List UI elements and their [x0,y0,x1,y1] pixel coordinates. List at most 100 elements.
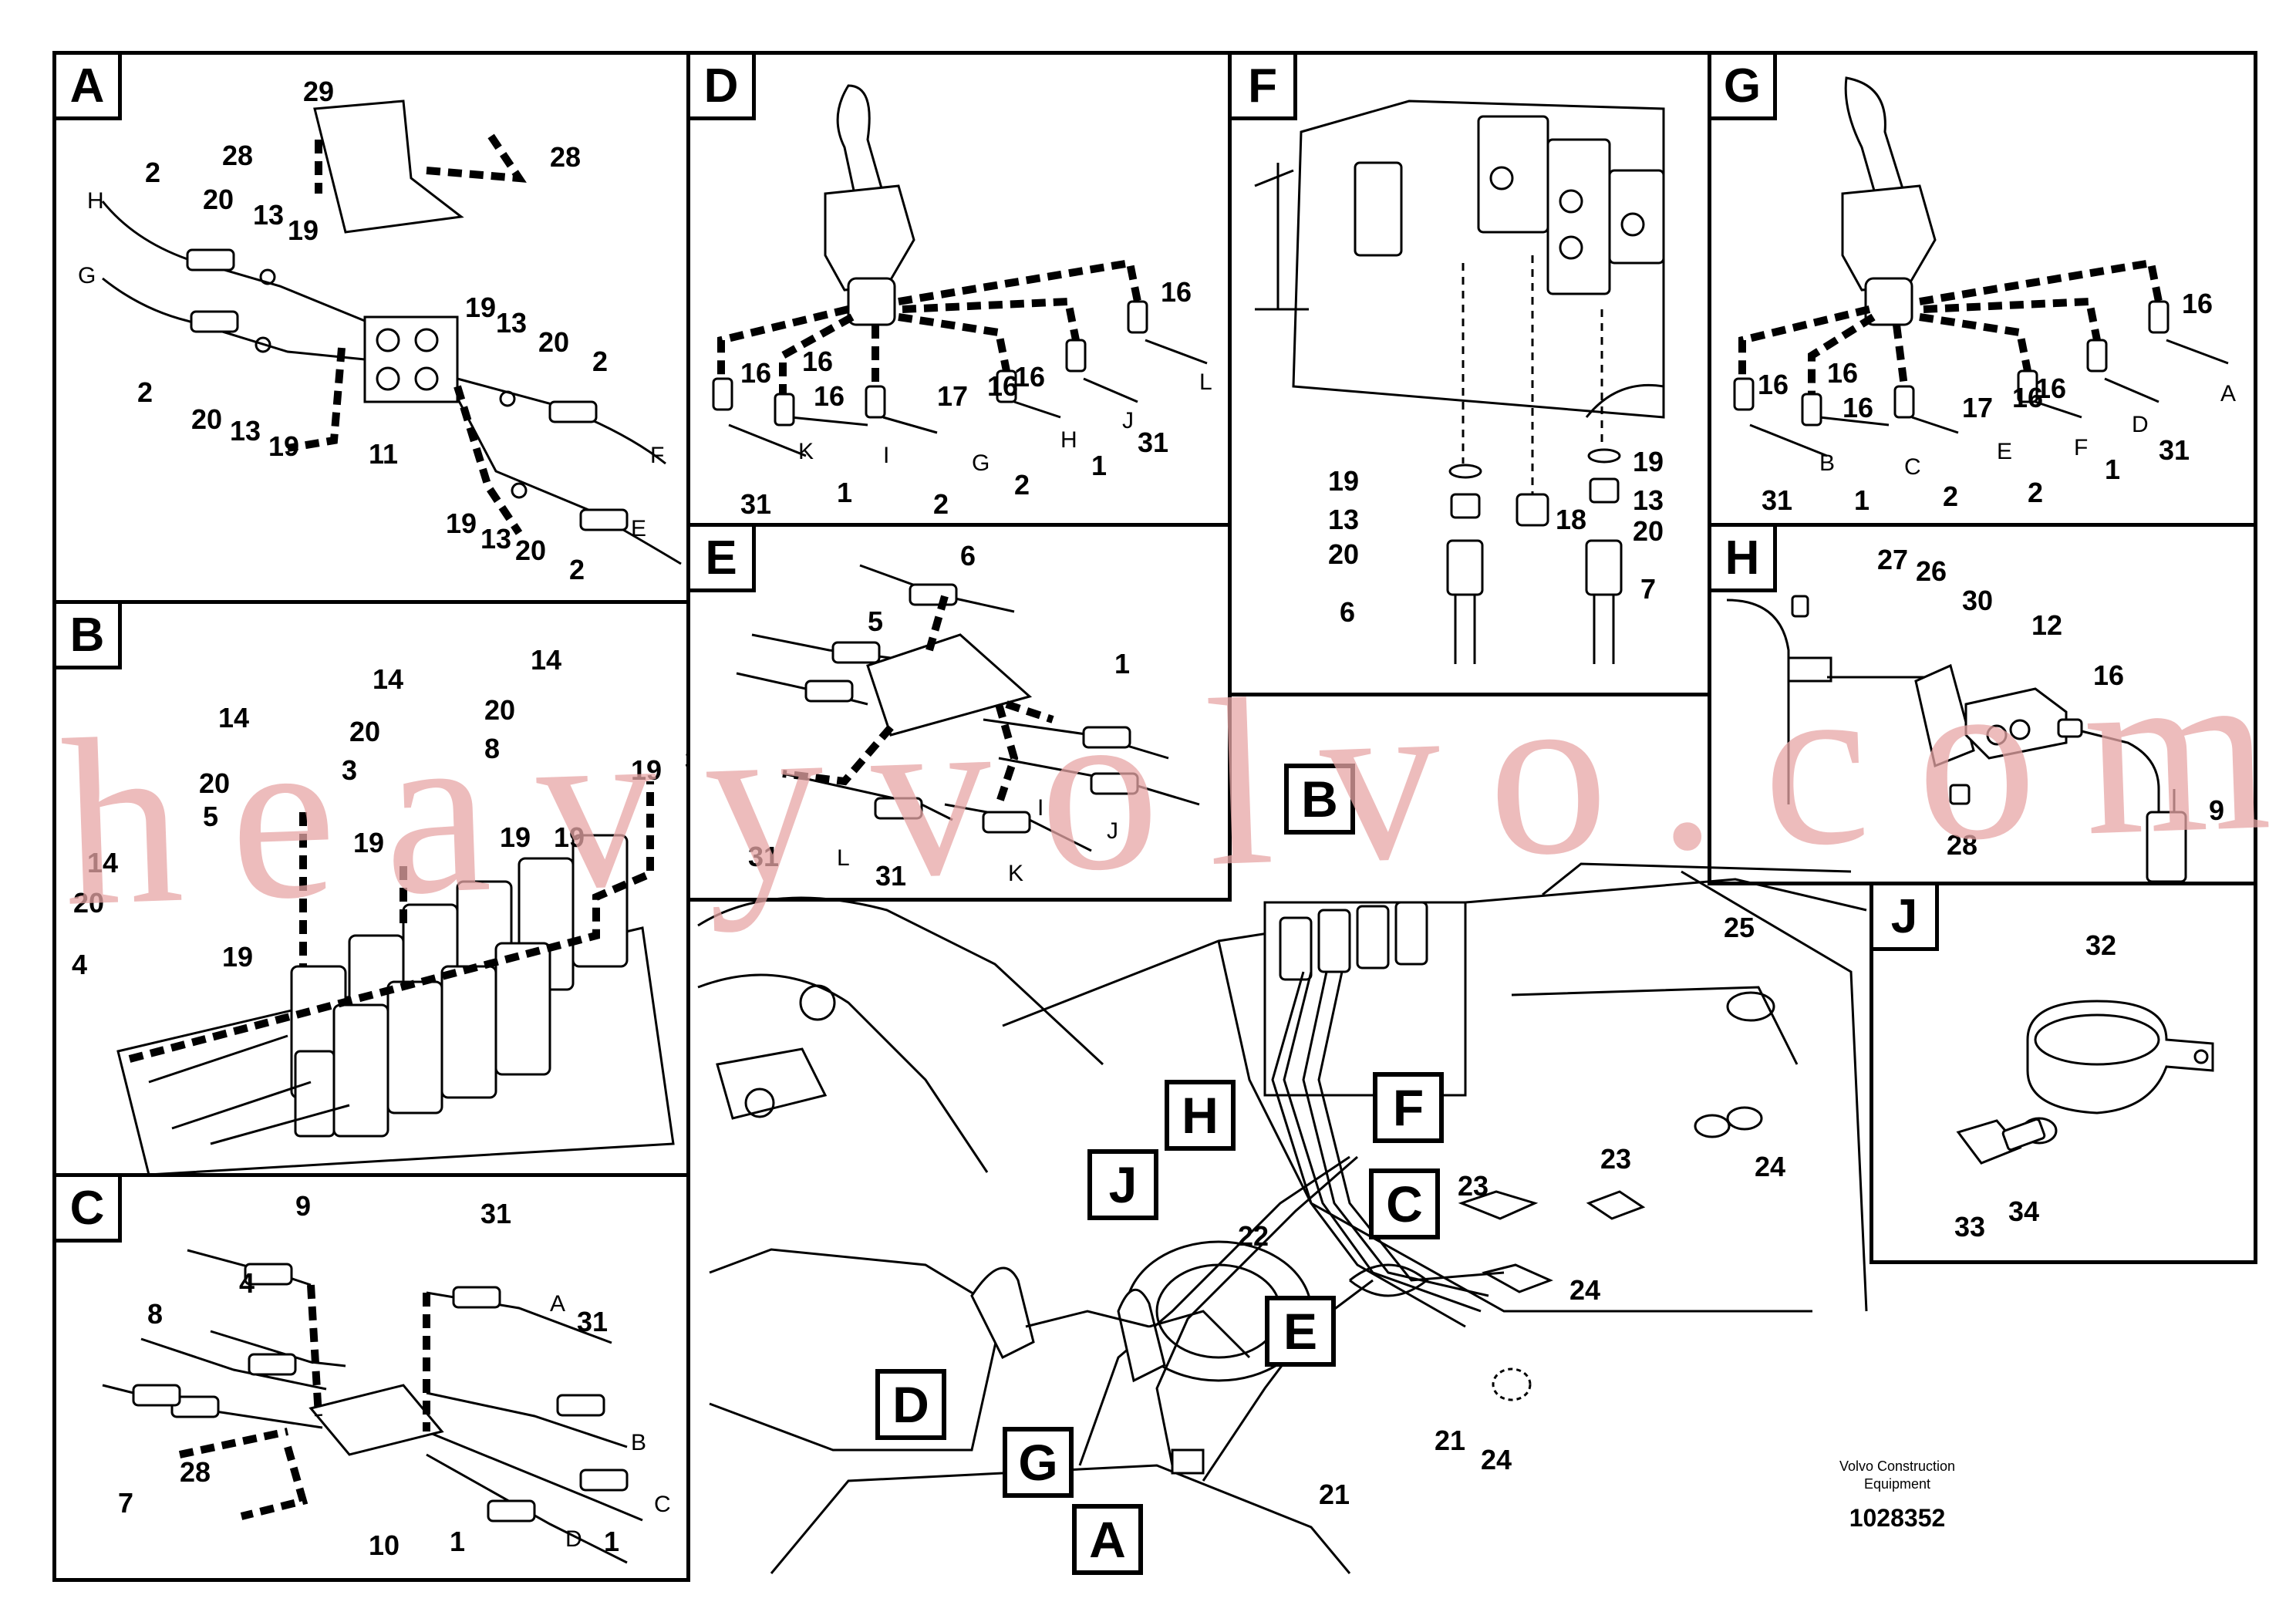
part-label: 16 [1161,276,1192,308]
part-label: 8 [484,733,501,764]
part-label: 16 [2093,659,2125,691]
part-label: E [1997,439,2013,464]
part-label: 9 [2209,794,2225,826]
callout-b: B [1284,764,1355,835]
part-label: 28 [550,141,582,173]
callout-j: J [1087,1149,1158,1220]
callout-a: A [1072,1504,1143,1575]
panel-h-drawing [1726,595,2187,882]
part-label: 19 [500,821,531,853]
drawing-number: 1028352 [1849,1504,1946,1532]
part-label: 23 [1600,1143,1632,1175]
part-label: 27 [1877,544,1909,575]
part-label: K [1008,861,1024,886]
callout-e: E [1265,1296,1336,1367]
panel-g-drawing [1733,76,2229,457]
panel-b-tag: B [56,604,122,669]
callout-f: F [1373,1072,1444,1143]
part-label: 14 [373,663,404,695]
part-label: E [631,516,647,541]
part-label: 1 [1091,450,1108,481]
panel-a-drawing [101,99,682,565]
part-label: 28 [180,1456,211,1488]
part-label: 34 [2008,1195,2040,1227]
part-label: 16 [1758,369,1789,400]
part-label: 31 [1138,427,1169,458]
part-label: 16 [2012,382,2044,413]
part-label: 3 [342,754,358,786]
part-label: 16 [1827,357,1859,389]
panel-e: E 6 5 1 I J 31 L 31 K [686,523,1232,902]
part-label: 7 [118,1487,134,1519]
part-label: K [798,439,814,464]
part-label: 13 [253,199,285,231]
part-label: 5 [868,605,884,637]
part-label: 16 [987,370,1019,402]
panel-d-tag: D [690,55,756,120]
part-label: J [1107,818,1118,844]
part-label: 2 [569,554,585,585]
part-label: 16 [1843,392,1874,423]
part-label: L [837,845,850,871]
part-label: 20 [538,326,570,358]
part-label: 20 [203,184,234,215]
part-label: F [650,443,665,468]
part-label: 30 [1962,585,1994,616]
part-label: 2 [592,346,609,377]
part-label: 17 [1962,392,1994,423]
part-label: 33 [1954,1211,1986,1243]
part-label: 13 [480,523,512,555]
panel-h-tag: H [1711,527,1777,592]
part-label: 1 [1854,484,1870,516]
panel-b: B 14 14 14 20 20 20 3 8 19 5 19 19 14 20… [52,600,690,1177]
part-label: 19 [1328,465,1360,497]
callout-c: C [1369,1168,1440,1239]
part-label: 2 [1014,469,1030,501]
part-label: 19 [288,214,319,246]
part-label: H [87,188,104,214]
part-label: 14 [531,644,562,676]
part-label: B [631,1430,647,1455]
callout-g: G [1003,1427,1074,1498]
part-label: 2 [145,157,161,188]
part-label: D [2132,412,2149,437]
part-label: 25 [1724,912,1755,943]
part-label: 16 [814,380,845,412]
part-label: 19 [465,292,497,323]
part-label: 4 [239,1267,255,1299]
part-label: 2 [933,488,949,520]
part-label: 19 [631,754,663,786]
part-label: 5 [203,801,219,832]
part-label: I [883,443,890,468]
part-label: 31 [748,841,780,872]
panel-a: A 29 28 28 2 20 13 19 H G 2 20 13 19 11 … [52,51,690,604]
part-label: 14 [87,847,119,878]
part-label: 24 [1481,1444,1512,1475]
part-label: 24 [1755,1151,1786,1182]
part-label: B [1819,450,1836,476]
part-label: 6 [1340,596,1356,628]
part-label: 20 [515,534,547,566]
panel-c-tag: C [56,1177,122,1243]
part-label: 16 [740,357,772,389]
part-label: J [1122,408,1134,433]
callout-h: H [1165,1080,1236,1151]
part-label: 17 [937,380,969,412]
panel-e-drawing [736,564,1200,852]
part-label: 23 [1458,1170,1489,1202]
part-label: 31 [2159,434,2190,466]
part-label: 1 [837,477,853,508]
part-label: D [565,1526,582,1552]
panel-f: F 19 13 18 20 6 19 13 20 7 [1228,51,1711,696]
part-label: 32 [2085,929,2117,961]
part-label: 14 [218,702,250,733]
part-label: 31 [740,488,772,520]
part-label: 10 [369,1529,400,1561]
part-label: 13 [230,415,261,447]
part-label: 19 [222,941,254,973]
part-label: A [2220,381,2237,406]
part-label: 31 [875,860,907,892]
panel-j: J 32 33 34 [1870,882,2257,1264]
part-label: 16 [2035,373,2067,404]
part-label: 2 [2028,477,2044,508]
